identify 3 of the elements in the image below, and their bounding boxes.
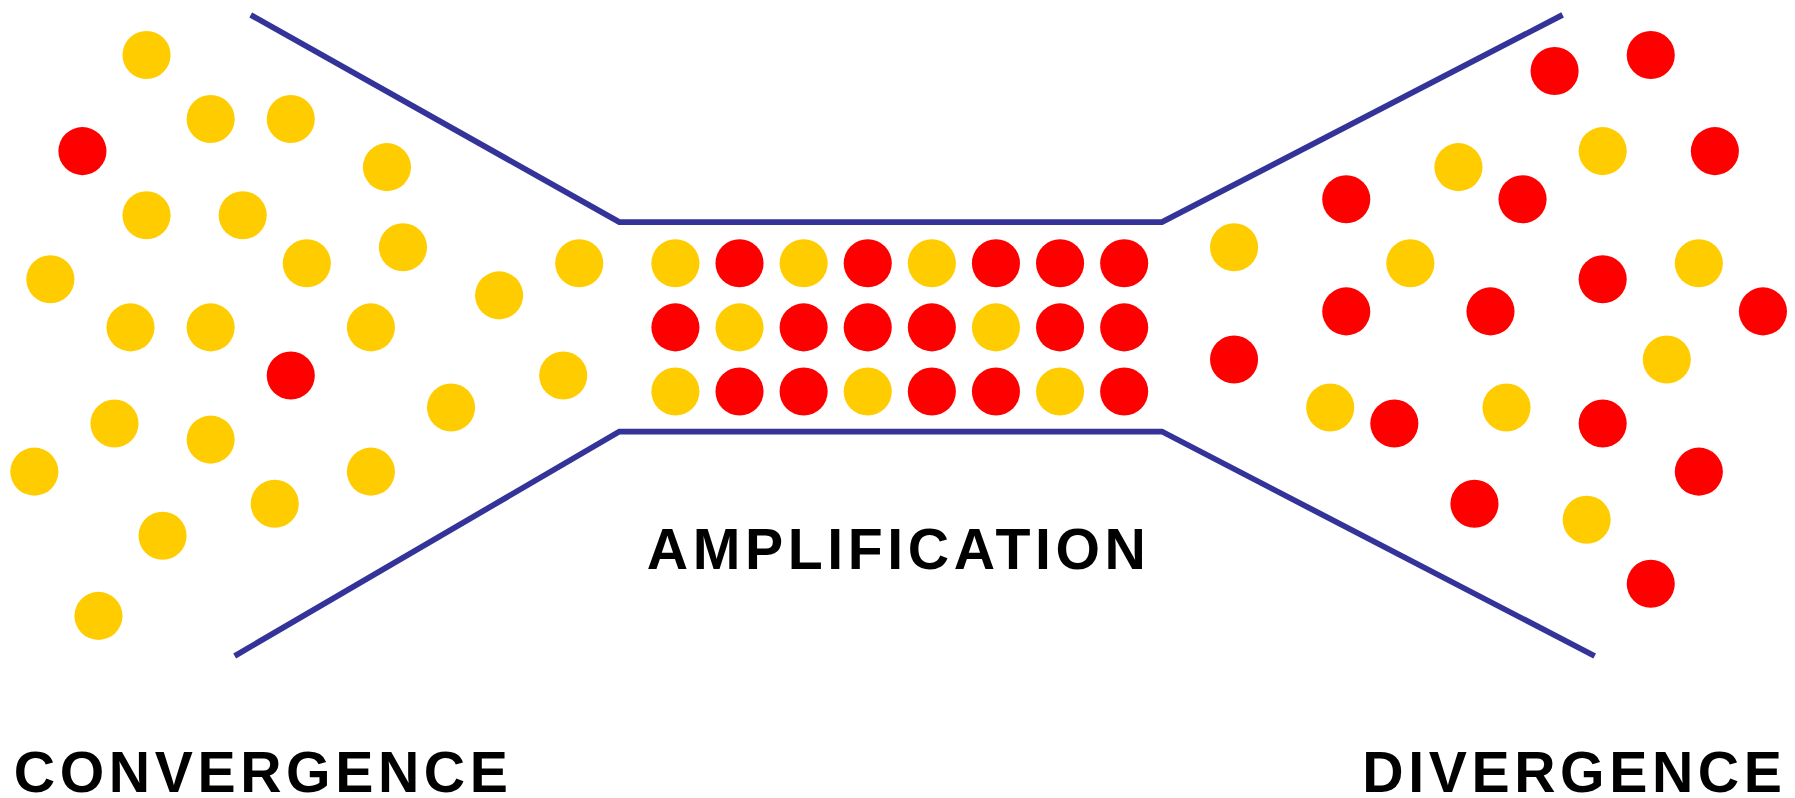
diagram-label: AMPLIFICATION bbox=[646, 520, 1151, 579]
diagram-label: CONVERGENCE bbox=[13, 744, 513, 798]
diagram-label: DIVERGENCE bbox=[1362, 744, 1787, 798]
